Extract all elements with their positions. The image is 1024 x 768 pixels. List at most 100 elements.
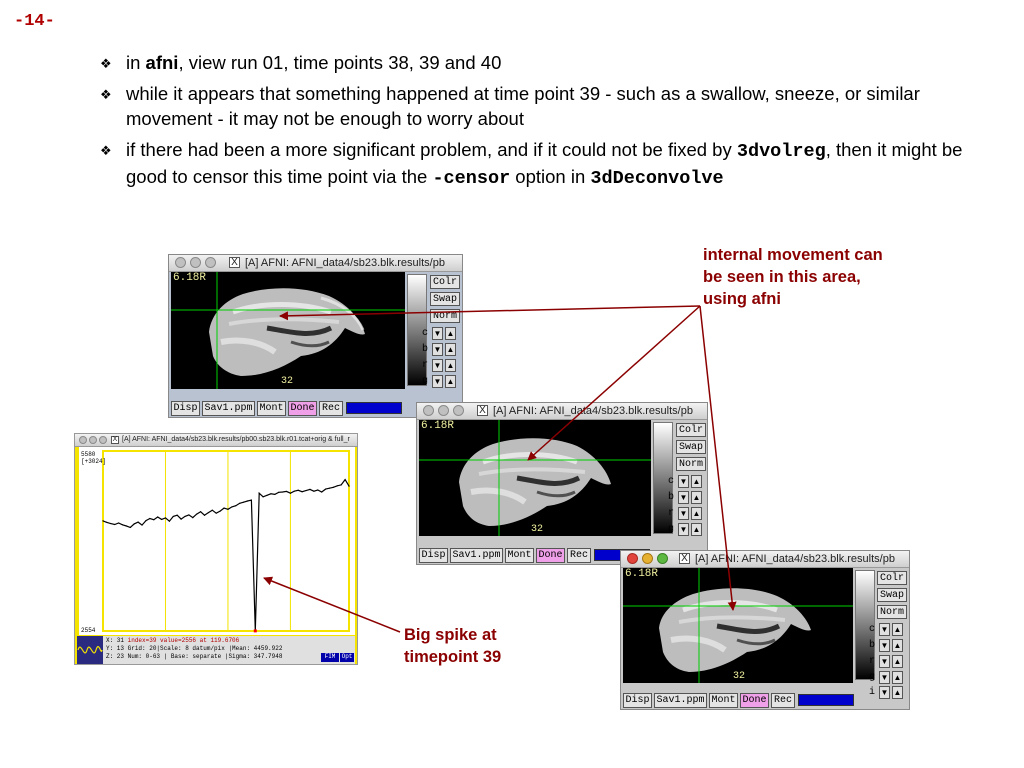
afni-image-window-2[interactable]: X [A] AFNI: AFNI_data4/sb23.blk.results/… <box>416 402 708 565</box>
b-up-arrow-icon[interactable]: ▲ <box>892 639 903 652</box>
save-ppm-button[interactable]: Sav1.ppm <box>202 401 255 416</box>
mont-button[interactable]: Mont <box>257 401 286 416</box>
swap-button[interactable]: Swap <box>877 588 907 602</box>
b-up-arrow-icon[interactable]: ▲ <box>445 343 456 356</box>
c-up-arrow-icon[interactable]: ▲ <box>691 475 702 488</box>
afni-image-window-3[interactable]: X [A] AFNI: AFNI_data4/sb23.blk.results/… <box>620 550 910 710</box>
b-down-arrow-icon[interactable]: ▼ <box>432 343 443 356</box>
afni-graph-window[interactable]: X [A] AFNI: AFNI_data4/sb23.blk.results/… <box>74 433 358 665</box>
i-up-arrow-icon[interactable]: ▲ <box>892 686 903 699</box>
row-label-b: b <box>422 344 429 355</box>
r-down-arrow-icon[interactable]: ▼ <box>879 655 890 668</box>
colr-button[interactable]: Colr <box>676 423 706 437</box>
opt-button[interactable]: Opt <box>340 653 354 662</box>
g-up-arrow-icon[interactable]: ▲ <box>691 523 702 536</box>
zoom-dot-icon[interactable] <box>453 405 464 416</box>
disp-button[interactable]: Disp <box>171 401 200 416</box>
annotation-line: using afni <box>703 290 781 308</box>
row-label-b: b <box>869 640 876 651</box>
fim-button[interactable]: FIM <box>321 653 339 662</box>
norm-button[interactable]: Norm <box>676 457 706 471</box>
bullet-text: if there had been a more significant pro… <box>126 139 737 160</box>
minimize-dot-icon[interactable] <box>438 405 449 416</box>
zoom-dot-icon[interactable] <box>99 436 107 444</box>
bullet-text: , then it might be good to censor this t… <box>126 139 963 187</box>
slice-slider[interactable] <box>346 402 402 414</box>
afni-image-window-1[interactable]: X [A] AFNI: AFNI_data4/sb23.blk.results/… <box>168 254 463 418</box>
mont-button[interactable]: Mont <box>505 548 534 563</box>
window-titlebar[interactable]: X [A] AFNI: AFNI_data4/sb23.blk.results/… <box>621 551 909 568</box>
norm-button[interactable]: Norm <box>430 309 460 323</box>
minimize-dot-icon[interactable] <box>190 257 201 268</box>
r-up-arrow-icon[interactable]: ▲ <box>445 359 456 372</box>
done-button[interactable]: Done <box>740 693 769 708</box>
slice-slider[interactable] <box>798 694 854 706</box>
close-dot-icon[interactable] <box>79 436 87 444</box>
c-up-arrow-icon[interactable]: ▲ <box>445 327 456 340</box>
zoom-dot-icon[interactable] <box>205 257 216 268</box>
rec-button[interactable]: Rec <box>567 548 591 563</box>
brain-scan-graphic <box>623 568 853 683</box>
g-down-arrow-icon[interactable]: ▼ <box>678 523 689 536</box>
done-button[interactable]: Done <box>536 548 565 563</box>
bottom-toolbar: Disp Sav1.ppm Mont Done Rec <box>623 693 907 708</box>
close-dot-icon[interactable] <box>175 257 186 268</box>
data-point-28 <box>211 509 213 511</box>
swap-button[interactable]: Swap <box>430 292 460 306</box>
intensity-colorbar[interactable] <box>855 570 875 680</box>
close-dot-icon[interactable] <box>627 553 638 564</box>
data-point-30 <box>219 510 221 512</box>
i-down-arrow-icon[interactable]: ▼ <box>879 686 890 699</box>
g-down-arrow-icon[interactable]: ▼ <box>432 375 443 388</box>
command-3ddeconvolve: 3dDeconvolve <box>590 168 724 189</box>
data-point-22 <box>188 514 190 516</box>
mont-button[interactable]: Mont <box>709 693 738 708</box>
c-down-arrow-icon[interactable]: ▼ <box>432 327 443 340</box>
save-ppm-button[interactable]: Sav1.ppm <box>450 548 503 563</box>
row-label-r: r <box>668 508 675 519</box>
r-down-arrow-icon[interactable]: ▼ <box>432 359 443 372</box>
minimize-dot-icon[interactable] <box>642 553 653 564</box>
b-down-arrow-icon[interactable]: ▼ <box>879 639 890 652</box>
timeseries-plot[interactable]: 5580 [+3024] 2554 <box>79 447 355 635</box>
minimize-dot-icon[interactable] <box>89 436 97 444</box>
norm-button[interactable]: Norm <box>877 605 907 619</box>
window-titlebar[interactable]: X [A] AFNI: AFNI_data4/sb23.blk.results/… <box>75 434 357 447</box>
info-grid-scale-mean: Grid: 20|Scale: 8 datum/pix |Mean: 4459.… <box>127 645 283 652</box>
swap-button[interactable]: Swap <box>676 440 706 454</box>
done-button[interactable]: Done <box>288 401 317 416</box>
zoom-dot-icon[interactable] <box>657 553 668 564</box>
data-point-59 <box>332 486 334 488</box>
intensity-colorbar[interactable] <box>407 274 427 386</box>
r-up-arrow-icon[interactable]: ▲ <box>892 655 903 668</box>
data-point-29 <box>215 512 217 514</box>
g-up-arrow-icon[interactable]: ▲ <box>445 375 456 388</box>
brain-sagittal-image[interactable]: 6.18R 32 <box>171 272 405 389</box>
window-titlebar[interactable]: X [A] AFNI: AFNI_data4/sb23.blk.results/… <box>417 403 707 420</box>
colr-button[interactable]: Colr <box>430 275 460 289</box>
rec-button[interactable]: Rec <box>319 401 343 416</box>
c-up-arrow-icon[interactable]: ▲ <box>892 623 903 636</box>
disp-button[interactable]: Disp <box>419 548 448 563</box>
close-dot-icon[interactable] <box>423 405 434 416</box>
window-titlebar[interactable]: X [A] AFNI: AFNI_data4/sb23.blk.results/… <box>169 255 462 272</box>
g-up-arrow-icon[interactable]: ▲ <box>892 671 903 684</box>
save-ppm-button[interactable]: Sav1.ppm <box>654 693 707 708</box>
b-down-arrow-icon[interactable]: ▼ <box>678 491 689 504</box>
current-timepoint-marker <box>253 629 257 633</box>
brain-sagittal-image[interactable]: 6.18R 32 <box>623 568 853 683</box>
b-up-arrow-icon[interactable]: ▲ <box>691 491 702 504</box>
window-title: [A] AFNI: AFNI_data4/sb23.blk.results/pb… <box>122 436 350 443</box>
colr-button[interactable]: Colr <box>877 571 907 585</box>
g-down-arrow-icon[interactable]: ▼ <box>879 671 890 684</box>
plot-frame <box>102 450 350 632</box>
c-down-arrow-icon[interactable]: ▼ <box>879 623 890 636</box>
info-index-value: index=39 value=2556 at 119.6706 <box>127 637 240 644</box>
brain-sagittal-image[interactable]: 6.18R 32 <box>419 420 651 536</box>
command-3dvolreg: 3dvolreg <box>736 141 826 162</box>
r-up-arrow-icon[interactable]: ▲ <box>691 507 702 520</box>
rec-button[interactable]: Rec <box>771 693 795 708</box>
r-down-arrow-icon[interactable]: ▼ <box>678 507 689 520</box>
c-down-arrow-icon[interactable]: ▼ <box>678 475 689 488</box>
disp-button[interactable]: Disp <box>623 693 652 708</box>
